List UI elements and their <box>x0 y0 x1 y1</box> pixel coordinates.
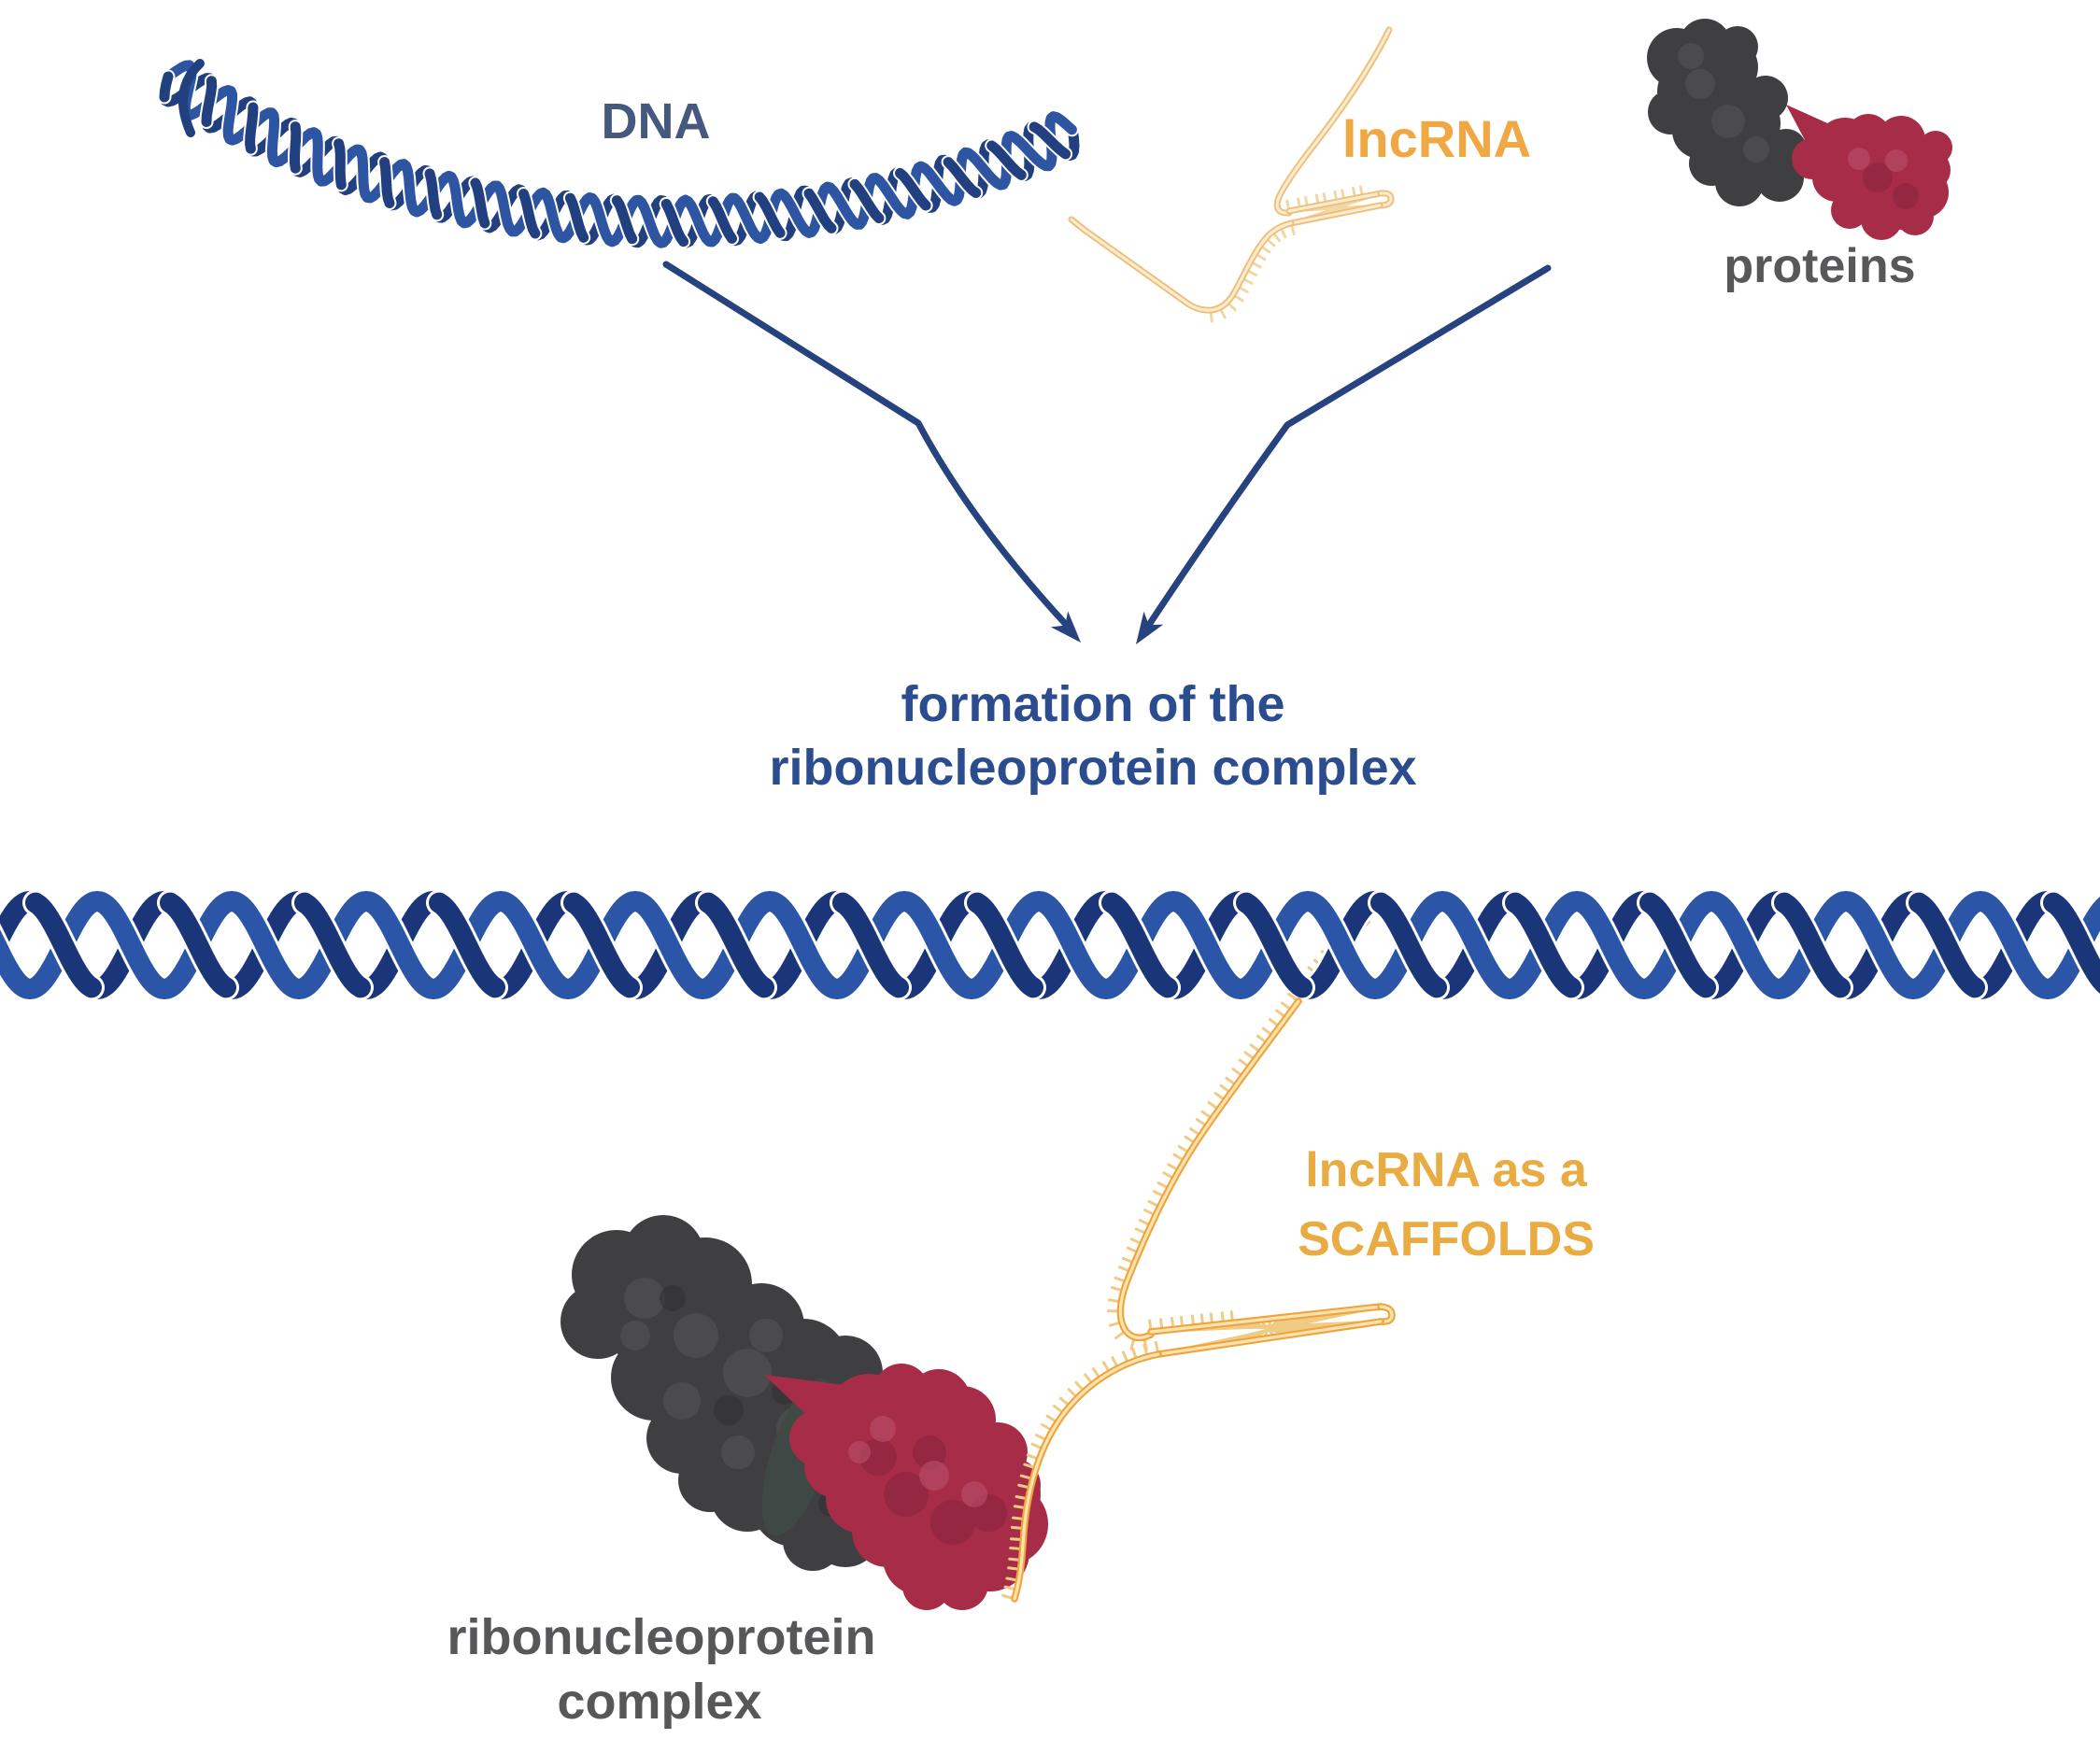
convergence-arrows <box>662 261 1552 644</box>
small-dna-helix <box>157 58 1082 250</box>
ribonucleoprotein-complex-blobs <box>560 1215 1048 1610</box>
top-lncrna-molecule <box>1068 26 1395 323</box>
lncrna-label: lncRNA <box>1342 109 1531 168</box>
scaffold-lncrna <box>1001 992 1396 1603</box>
formation-label-line1: formation of the <box>901 676 1285 732</box>
formation-label-line2: ribonucleoprotein complex <box>769 740 1416 796</box>
complex-label-line1: ribonucleoprotein <box>447 1609 876 1665</box>
scaffold-label-line1: lncRNA as a <box>1305 1143 1588 1197</box>
top-proteins <box>1647 19 1952 240</box>
main-dna-helix <box>0 888 2100 1002</box>
complex-label-line2: complex <box>557 1674 761 1730</box>
dna-label: DNA <box>602 93 711 149</box>
scaffold-label-line2: SCAFFOLDS <box>1298 1212 1595 1266</box>
proteins-label: proteins <box>1724 239 1915 293</box>
